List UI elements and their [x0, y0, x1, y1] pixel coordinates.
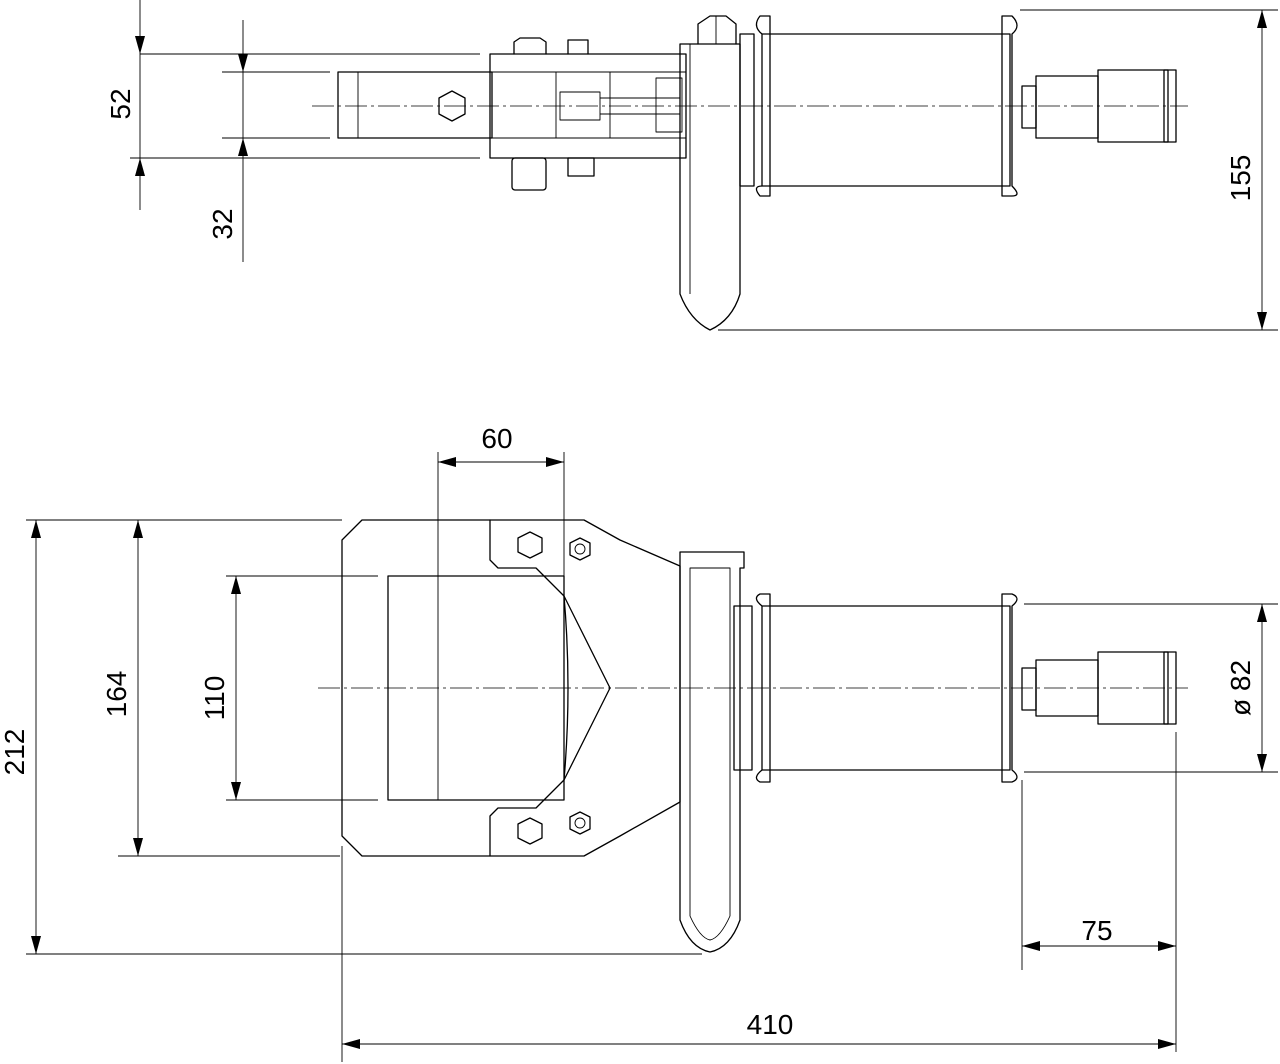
dim-label-212: 212	[0, 729, 30, 776]
arrow	[133, 520, 143, 538]
top-handle-plate	[679, 43, 741, 331]
side-jaw-block	[387, 575, 565, 801]
side-jaw-face	[563, 595, 569, 781]
arrow	[31, 936, 41, 954]
arrow	[231, 782, 241, 800]
arrow	[231, 576, 241, 594]
side-fitting-end	[1097, 651, 1169, 725]
side-view-dimensions: 60 212 164 110 ø 82 75	[0, 423, 1278, 1062]
top-fitting-body	[1035, 75, 1099, 139]
top-nut-upper-left	[513, 37, 547, 55]
top-pin-hex	[438, 90, 466, 122]
dim-label-75: 75	[1081, 915, 1112, 946]
side-fitting-collar	[1021, 667, 1037, 711]
top-fitting-end	[1097, 69, 1169, 143]
arrow	[31, 520, 41, 538]
top-fitting-cap	[1163, 69, 1177, 143]
side-cylinder	[761, 605, 1011, 771]
arrow	[135, 36, 145, 54]
arrow	[1257, 10, 1267, 28]
arrow	[1158, 941, 1176, 951]
dim-label-82: ø 82	[1225, 660, 1256, 716]
top-cylinder-ring-left	[755, 15, 771, 197]
side-cylinder-ring-left	[755, 593, 771, 783]
arrow	[342, 1039, 360, 1049]
top-nut-lower-left	[511, 157, 547, 191]
side-flange	[733, 605, 753, 771]
arrow	[1022, 941, 1040, 951]
arrow	[238, 54, 248, 72]
top-cylinder	[761, 33, 1011, 187]
arrow	[438, 457, 456, 467]
dim-label-110: 110	[199, 676, 230, 721]
arrow	[546, 457, 564, 467]
top-bolt-hex	[697, 15, 737, 45]
top-flange	[739, 33, 755, 187]
dim-label-32: 32	[207, 208, 238, 239]
side-fitting-cap	[1163, 651, 1177, 725]
dim-label-164: 164	[101, 671, 132, 718]
arrow	[135, 158, 145, 176]
bolt-hex-lower-left	[517, 817, 543, 845]
side-handle	[679, 551, 745, 953]
dim-label-155: 155	[1225, 155, 1256, 202]
side-cylinder-ring-right	[1001, 593, 1018, 783]
bolt-hex-upper-left	[517, 531, 543, 559]
dim-label-52: 52	[105, 88, 136, 119]
top-view	[312, 15, 1188, 331]
dim-label-60: 60	[481, 423, 512, 454]
arrow	[1257, 754, 1267, 772]
arrow	[238, 138, 248, 156]
top-jaw-body	[337, 71, 493, 139]
side-head-frame	[341, 519, 611, 857]
arrow	[1257, 312, 1267, 330]
bolt-hex-lower-right	[569, 811, 591, 835]
side-view	[318, 519, 1188, 953]
top-fitting-collar	[1021, 85, 1037, 129]
top-view-dimensions: 52 32 155	[105, 0, 1278, 331]
arrow	[1158, 1039, 1176, 1049]
bolt-hex-upper-right	[569, 537, 591, 561]
arrow	[1257, 604, 1267, 622]
top-nut-upper-right	[567, 39, 589, 55]
dim-label-410: 410	[747, 1009, 794, 1040]
arrow	[133, 838, 143, 856]
top-nut-lower-right	[567, 157, 595, 177]
top-cylinder-ring-right	[1001, 15, 1018, 197]
